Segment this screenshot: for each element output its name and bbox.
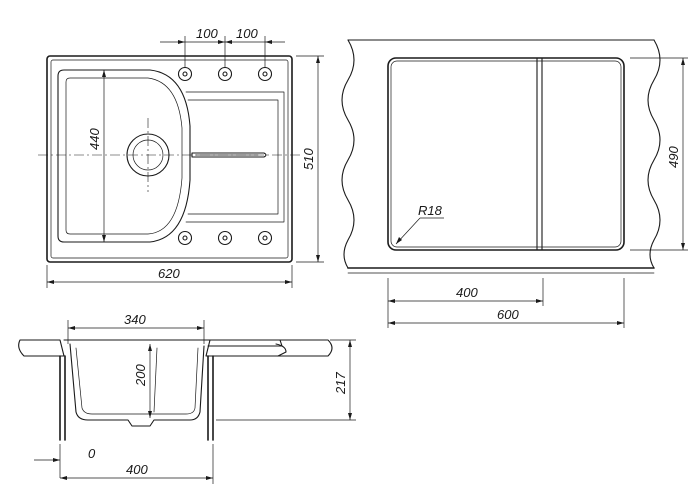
dim-label-100-left: 100 [196,26,218,41]
dim-label-217: 217 [333,372,348,395]
dimension-offset: 0 [34,444,96,478]
dimension-overall-width: 620 [46,265,293,288]
tap-hole [177,230,193,246]
dim-label-400-cabinet: 400 [456,285,478,300]
sink-section-view [18,339,333,441]
cabinet-view [341,39,661,274]
dim-label-r18: R18 [418,203,443,218]
dim-label-0: 0 [88,446,96,461]
dim-label-600: 600 [497,307,519,322]
dim-label-100-right: 100 [236,26,258,41]
dim-label-440: 440 [87,128,102,150]
dim-label-400-section: 400 [126,462,148,477]
dim-label-200: 200 [133,364,148,387]
dim-label-340: 340 [124,312,146,327]
tap-hole [217,230,233,246]
dimension-cabinet-widths: 400 600 [387,278,625,328]
tap-hole [217,66,233,82]
dim-label-490: 490 [666,146,681,168]
dim-label-620: 620 [158,266,180,281]
dimension-corner-radius: R18 [395,203,444,245]
dimension-overall-height: 510 [296,55,324,263]
tap-hole [177,66,193,82]
dimension-section-height: 217 [216,339,356,421]
tap-hole [257,230,273,246]
dimension-hole-spacing: 100 100 [160,26,285,68]
dimension-bowl-depth: 200 [133,344,152,418]
sink-top-view [38,55,300,263]
dimension-bowl-height: 440 [87,70,106,242]
dimension-cabinet-height: 490 [630,57,688,251]
dim-label-510: 510 [301,148,316,170]
dimension-bowl-width: 340 [67,312,205,344]
dimension-section-width: 400 [60,444,214,484]
tap-hole [257,66,273,82]
